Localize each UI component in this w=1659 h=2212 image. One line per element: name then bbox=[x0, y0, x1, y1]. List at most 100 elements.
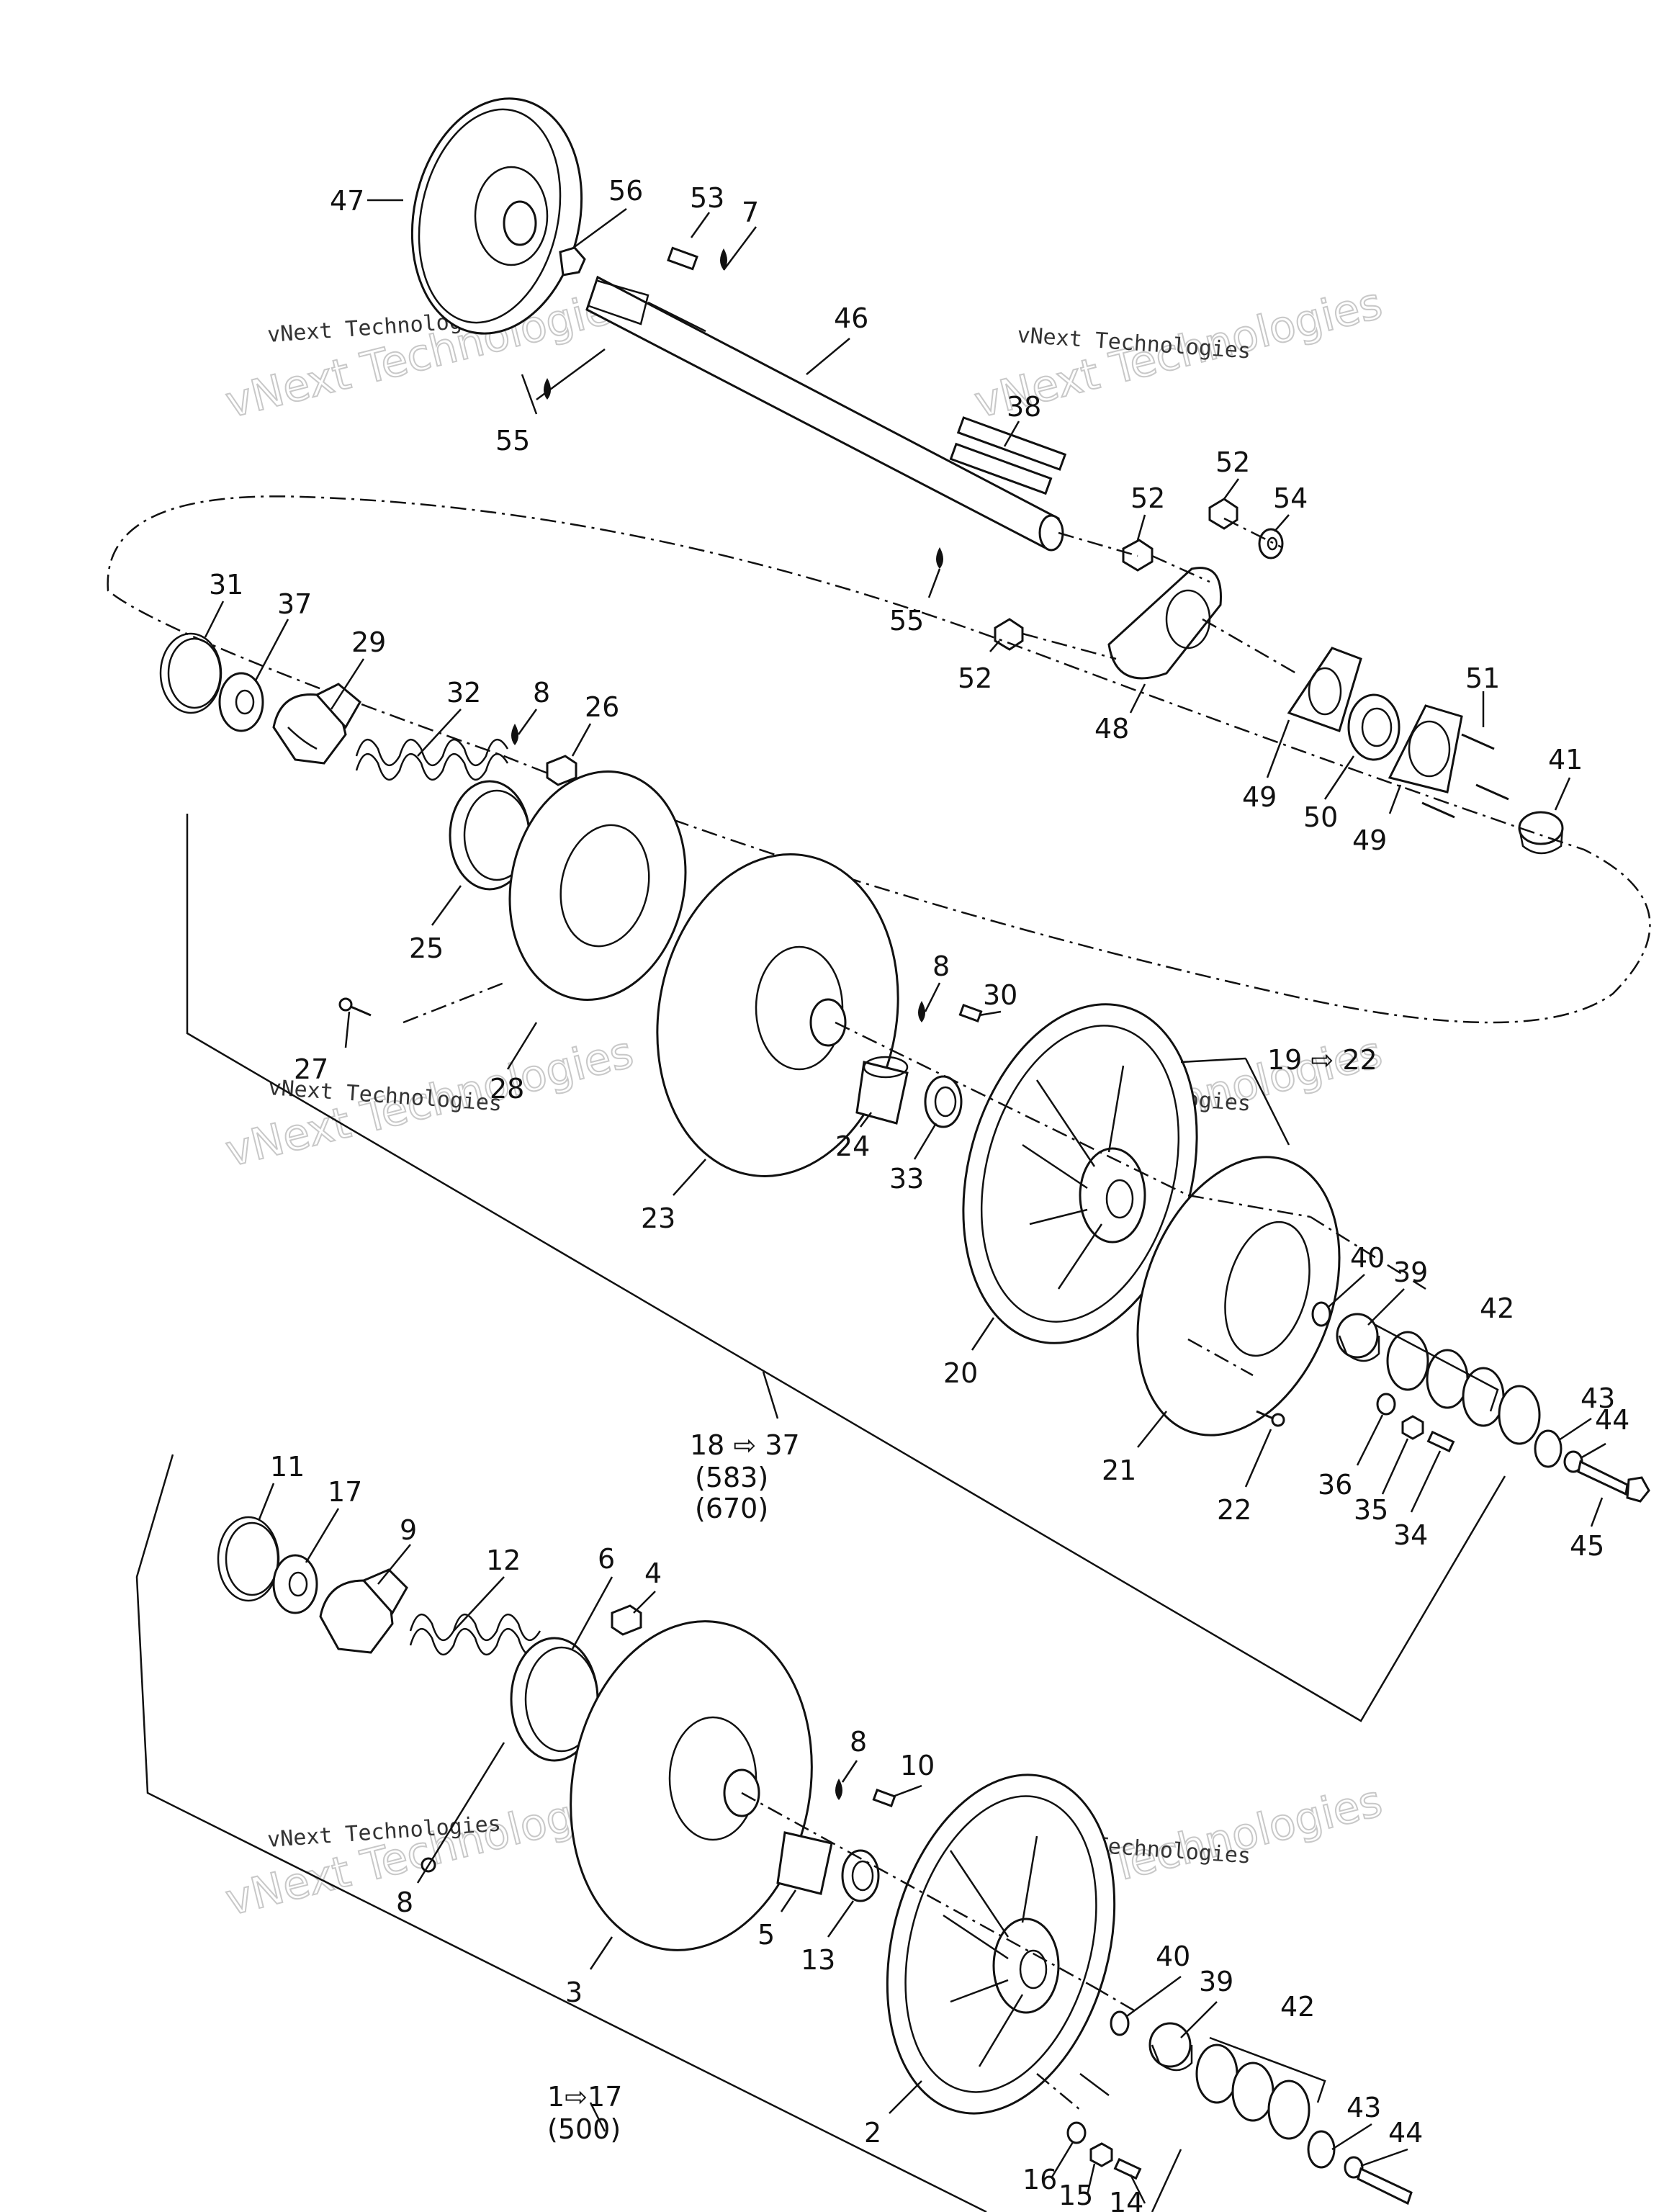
callout-55a: 55 bbox=[495, 425, 530, 457]
callout-9: 9 bbox=[400, 1514, 417, 1546]
callout-41: 41 bbox=[1548, 744, 1583, 775]
callout-17: 17 bbox=[328, 1476, 362, 1508]
part-9-cam bbox=[319, 1568, 408, 1654]
group-bracket-19-22 bbox=[1180, 1057, 1290, 1146]
callout-48: 48 bbox=[1094, 713, 1129, 745]
callout-11: 11 bbox=[270, 1451, 305, 1483]
part-34-set-screw bbox=[1426, 1430, 1455, 1453]
callout-27: 27 bbox=[294, 1053, 328, 1085]
part-5-bushing bbox=[776, 1831, 833, 1895]
part-24-bushing bbox=[855, 1056, 909, 1125]
shaft-assembly bbox=[410, 97, 1564, 855]
alignment-line-bottom bbox=[741, 1791, 1138, 2110]
callout-40a: 40 bbox=[1350, 1242, 1385, 1274]
callout-39b: 39 bbox=[1199, 1966, 1233, 1997]
callout-54: 54 bbox=[1273, 482, 1308, 514]
lubricant-drop-icon-8b bbox=[918, 1001, 925, 1022]
callout-49a: 49 bbox=[1242, 781, 1277, 813]
middle-assembly bbox=[159, 632, 1650, 1503]
group-label-19-22: 19 ⇨ 22 bbox=[1267, 1044, 1377, 1076]
callout-42a: 42 bbox=[1480, 1292, 1514, 1324]
callout-36: 36 bbox=[1318, 1469, 1352, 1501]
callout-3: 3 bbox=[565, 1977, 583, 2008]
part-23-sheave bbox=[656, 853, 899, 1177]
part-10-key bbox=[872, 1789, 896, 1807]
callout-12: 12 bbox=[486, 1545, 521, 1576]
part-28-cover-plate bbox=[508, 770, 687, 1001]
callout-8b: 8 bbox=[932, 950, 950, 982]
part-49-housing-b bbox=[1388, 704, 1463, 793]
callout-43b: 43 bbox=[1346, 2092, 1381, 2123]
part-53-key bbox=[667, 246, 698, 271]
callout-25: 25 bbox=[409, 932, 444, 964]
part-43-washer bbox=[1534, 1429, 1563, 1468]
part-47-flange-disc bbox=[410, 97, 583, 335]
part-30-key bbox=[958, 1004, 983, 1022]
callout-38: 38 bbox=[1007, 391, 1041, 423]
part-56-cap bbox=[559, 246, 586, 276]
part-45-bolt bbox=[1577, 1460, 1650, 1503]
part-3-sheave bbox=[570, 1620, 813, 1951]
callout-42b: 42 bbox=[1280, 1991, 1315, 2023]
callout-31: 31 bbox=[209, 569, 243, 601]
part-51-bolts bbox=[1421, 733, 1509, 819]
callout-34: 34 bbox=[1393, 1519, 1428, 1551]
part-16-washer bbox=[1066, 2121, 1087, 2144]
callout-8c: 8 bbox=[396, 1887, 413, 1918]
callout-8a: 8 bbox=[533, 677, 550, 709]
group-label-1-17-500: (500) bbox=[547, 2113, 621, 2145]
callout-16: 16 bbox=[1022, 2164, 1057, 2195]
alignment-line-middle bbox=[403, 981, 1426, 1377]
callout-53: 53 bbox=[690, 182, 724, 214]
callout-47: 47 bbox=[330, 185, 364, 217]
group-label-18-37-583: (583) bbox=[695, 1462, 768, 1493]
callout-44a: 44 bbox=[1595, 1404, 1629, 1436]
part-14-set-screw bbox=[1113, 2157, 1142, 2180]
callout-28: 28 bbox=[490, 1073, 524, 1105]
part-40-washer bbox=[1311, 1301, 1331, 1327]
part-38-key bbox=[956, 416, 1067, 471]
part-26-slider bbox=[546, 755, 577, 786]
part-41-sleeve bbox=[1518, 811, 1564, 855]
callout-51: 51 bbox=[1465, 662, 1500, 694]
callout-5: 5 bbox=[757, 1919, 775, 1951]
callout-32: 32 bbox=[446, 677, 481, 709]
part-17-washer bbox=[272, 1554, 318, 1614]
callout-14: 14 bbox=[1109, 2187, 1143, 2212]
part-21-cover bbox=[1136, 1156, 1341, 1437]
part-13-washer bbox=[841, 1849, 880, 1902]
callout-30: 30 bbox=[983, 979, 1017, 1011]
callout-24: 24 bbox=[835, 1130, 870, 1162]
part-52-nut-c bbox=[994, 618, 1024, 651]
callout-46: 46 bbox=[834, 302, 868, 334]
part-31-retaining-ring bbox=[159, 632, 222, 714]
callout-50: 50 bbox=[1303, 801, 1338, 833]
lubricant-drop-icon-8c bbox=[835, 1779, 842, 1800]
callout-13: 13 bbox=[801, 1944, 835, 1976]
group-labels: 19 ⇨ 22 18 ⇨ 37 (583) (670) 1⇨17 (500) bbox=[547, 1044, 1377, 2145]
callout-8d: 8 bbox=[850, 1726, 867, 1758]
callout-45: 45 bbox=[1570, 1530, 1604, 1562]
part-40b-washer bbox=[1110, 2010, 1130, 2036]
part-35-nut bbox=[1401, 1415, 1424, 1440]
lubricant-drop-icon-55b bbox=[936, 547, 943, 569]
group-label-18-37: 18 ⇨ 37 bbox=[690, 1429, 800, 1461]
part-37-washer bbox=[218, 672, 264, 732]
bottom-assembly bbox=[217, 1516, 1413, 2206]
part-42b-shims bbox=[1195, 2044, 1310, 2140]
part-27-screw bbox=[338, 997, 372, 1017]
group-bracket-18-37 bbox=[186, 814, 1506, 1722]
callout-6: 6 bbox=[598, 1543, 615, 1575]
part-52-nut-b bbox=[1208, 498, 1238, 530]
callout-56: 56 bbox=[608, 175, 643, 207]
part-36-washer bbox=[1376, 1393, 1396, 1416]
callout-49b: 49 bbox=[1352, 824, 1387, 856]
part-50-bearing bbox=[1347, 693, 1401, 761]
group-label-18-37-670: (670) bbox=[695, 1493, 768, 1524]
lubricant-drop-icon-7 bbox=[720, 248, 727, 270]
callout-33: 33 bbox=[889, 1163, 924, 1195]
callout-20: 20 bbox=[943, 1357, 978, 1389]
part-32-spring bbox=[355, 739, 509, 781]
callout-23: 23 bbox=[641, 1202, 675, 1234]
